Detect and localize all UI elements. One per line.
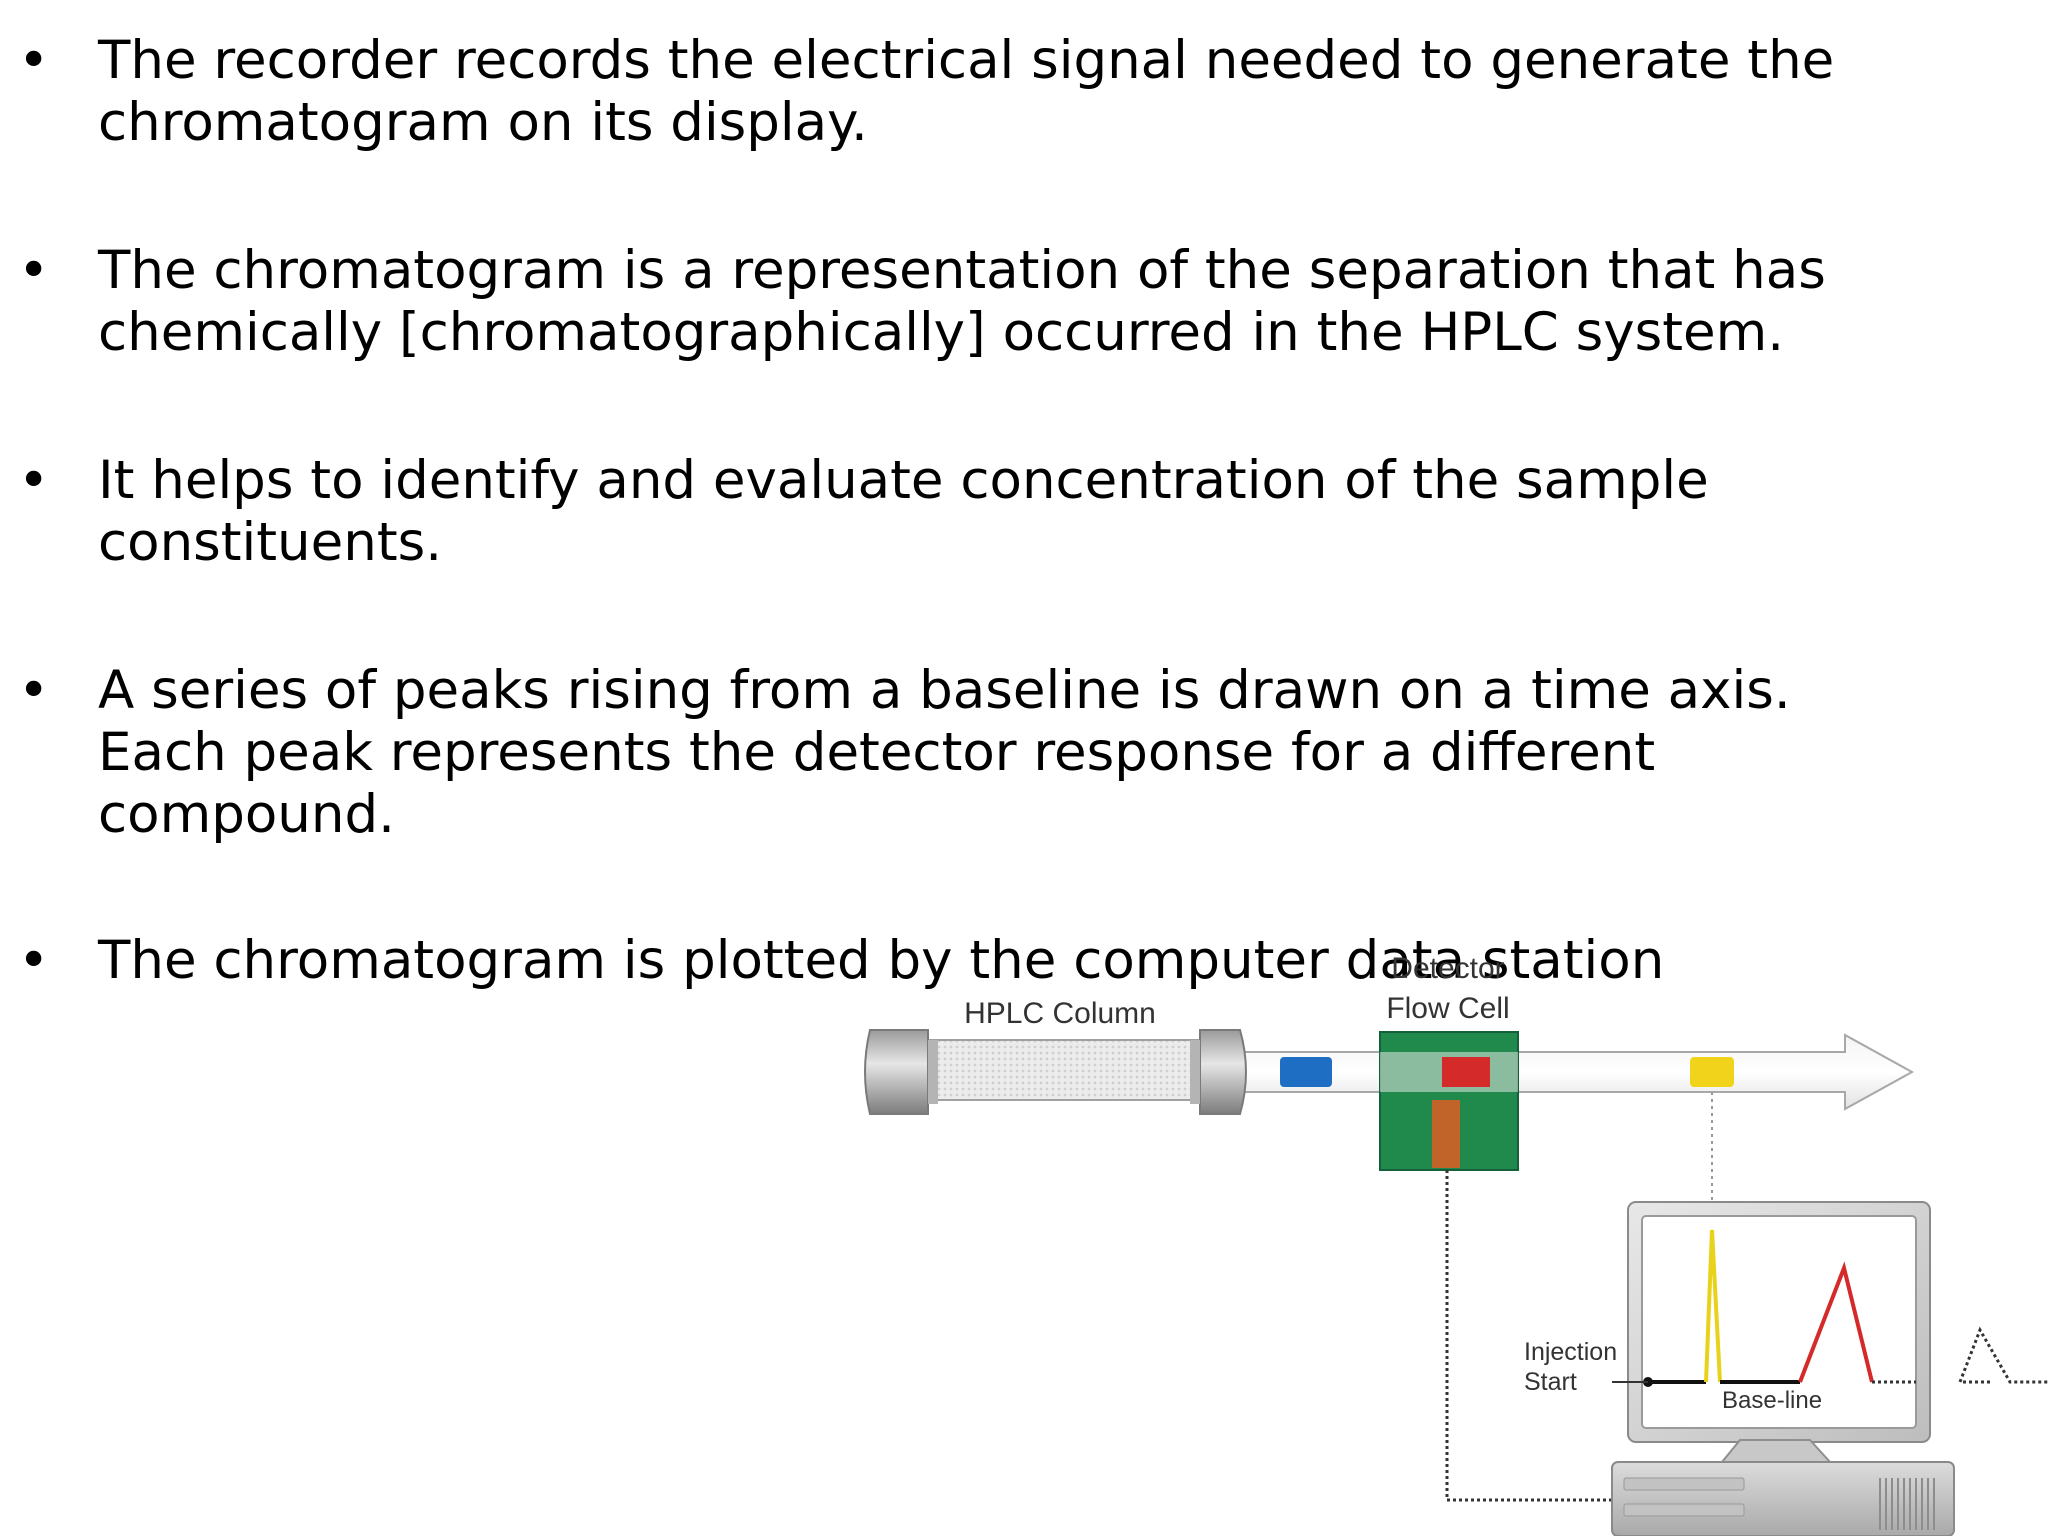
computer-case: [1611, 1461, 1955, 1536]
detector-flow-cell: [1379, 1031, 1519, 1171]
bullet-line: The chromatogram is a representation of …: [98, 240, 1826, 301]
bullet-glyph: •: [18, 30, 50, 91]
injection-label: Injection: [1524, 1338, 1617, 1366]
bullet-glyph: •: [18, 660, 50, 721]
bullet-glyph: •: [18, 930, 50, 991]
start-label: Start: [1524, 1368, 1577, 1396]
yellow-band: [1690, 1057, 1734, 1087]
bullet-line: constituents.: [98, 512, 443, 573]
hplc-column: [864, 1029, 1247, 1115]
bullet-line: compound.: [98, 784, 395, 845]
blue-band: [1280, 1057, 1332, 1087]
flow-cell-label: Flow Cell: [1386, 992, 1509, 1025]
bullet-line: chemically [chromatographically] occurre…: [98, 302, 1785, 363]
red-peak: [1798, 1261, 1874, 1383]
column-label: HPLC Column: [964, 997, 1156, 1030]
bullet-line: It helps to identify and evaluate concen…: [98, 450, 1709, 511]
bullet-text: The recorder records the electrical sign…: [98, 30, 1888, 154]
bullet-text: It helps to identify and evaluate concen…: [98, 450, 1888, 574]
bullet-glyph: •: [18, 450, 50, 511]
monitor: [1627, 1201, 1931, 1463]
bullet-line: Each peak represents the detector respon…: [98, 722, 1656, 783]
flow-arrow: [1239, 1033, 1915, 1111]
red-band: [1442, 1057, 1490, 1087]
bullet-text: The chromatogram is plotted by the compu…: [98, 930, 1888, 992]
bullet-glyph: •: [18, 240, 50, 301]
bullet-text: A series of peaks rising from a baseline…: [98, 660, 1888, 846]
detector-element: [1432, 1100, 1460, 1168]
detector-label: Detector: [1391, 952, 1504, 985]
bullet-line: The recorder records the electrical sign…: [98, 30, 1835, 91]
bullet-line: The chromatogram is plotted by the compu…: [98, 930, 1665, 991]
baseline-label: Base-line: [1722, 1387, 1822, 1414]
yellow-peak: [1704, 1229, 1722, 1383]
offscreen-peak: [1957, 1326, 2048, 1384]
chromatogram-trace: [1643, 1229, 2048, 1387]
bullet-text: The chromatogram is a representation of …: [98, 240, 1888, 364]
bullet-line: A series of peaks rising from a baseline…: [98, 660, 1791, 721]
bullet-line: chromatogram on its display.: [98, 92, 868, 153]
